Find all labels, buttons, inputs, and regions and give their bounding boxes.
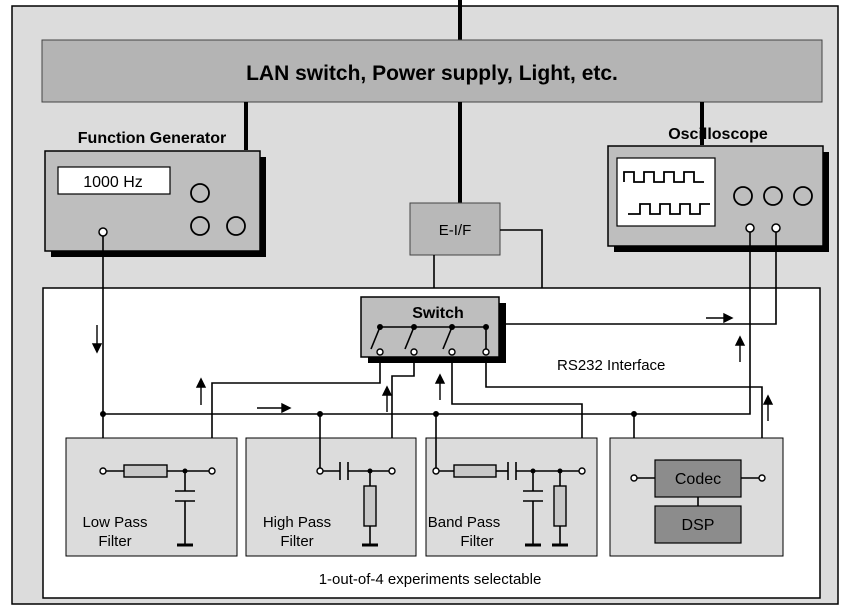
switch-label: Switch: [412, 305, 464, 322]
band-pass-in: [432, 467, 440, 475]
low-pass-label-2: Filter: [98, 533, 131, 550]
band-pass-label-2: Filter: [460, 533, 493, 550]
high-pass-circuit: [319, 430, 392, 547]
high-pass-label-2: Filter: [280, 533, 313, 550]
low-pass-in: [99, 467, 107, 475]
band-pass-resistor-2: [553, 485, 567, 527]
band-pass-filter-panel: [425, 437, 598, 557]
frequency-display: [57, 166, 171, 195]
high-pass-filter-panel: [245, 437, 417, 557]
lan-bar-label: LAN switch, Power supply, Light, etc.: [246, 62, 618, 85]
oscilloscope-title: Oscilloscope: [668, 126, 768, 143]
low-pass-resistor: [123, 464, 168, 478]
dsp-label: DSP: [682, 517, 715, 534]
lan-bar: [41, 39, 823, 103]
function-generator: [44, 150, 261, 252]
switch-dots: [377, 324, 489, 330]
dsp-box: [654, 505, 742, 544]
fg-knob-1: [190, 183, 210, 203]
waveform-2: [628, 203, 710, 215]
fg-output-jack: [98, 227, 108, 237]
high-pass-resistor: [363, 485, 377, 527]
codec-in-terminal: [630, 474, 638, 482]
switch-terminals: [376, 348, 490, 356]
osc-input-jack-2: [771, 223, 781, 233]
junction-dots: [100, 411, 637, 417]
fg-knob-3: [226, 216, 246, 236]
band-pass-node-1: [530, 468, 536, 474]
high-pass-node: [367, 468, 373, 474]
band-pass-node-2: [557, 468, 563, 474]
osc-knob-2: [763, 186, 783, 206]
high-pass-label-1: High Pass: [263, 514, 331, 531]
osc-knob-3: [793, 186, 813, 206]
codec-label: Codec: [675, 471, 721, 488]
band-pass-label-1: Band Pass: [428, 514, 501, 531]
eif-box: [409, 202, 501, 256]
function-generator-title: Function Generator: [78, 130, 226, 147]
eif-label: E-I/F: [439, 222, 472, 239]
fg-knob-2: [190, 216, 210, 236]
high-pass-in: [316, 467, 324, 475]
footer-label: 1-out-of-4 experiments selectable: [319, 571, 542, 588]
osc-knob-1: [733, 186, 753, 206]
low-pass-filter-panel: [65, 437, 238, 557]
low-pass-label-1: Low Pass: [82, 514, 147, 531]
band-pass-out: [578, 467, 586, 475]
high-pass-out: [388, 467, 396, 475]
band-pass-circuit: [435, 430, 582, 547]
signal-arrows: [91, 312, 774, 421]
frequency-display-value: 1000 Hz: [83, 174, 143, 191]
codec-out-terminal: [758, 474, 766, 482]
oscilloscope-screen: [616, 157, 716, 227]
switch-contacts: [370, 326, 487, 350]
waveform-1: [623, 171, 704, 183]
codec-box: [654, 459, 742, 498]
rs232-label: RS232 Interface: [557, 357, 665, 374]
low-pass-node: [182, 468, 188, 474]
low-pass-out: [208, 467, 216, 475]
band-pass-resistor-1: [453, 464, 497, 478]
osc-input-jack-1: [745, 223, 755, 233]
